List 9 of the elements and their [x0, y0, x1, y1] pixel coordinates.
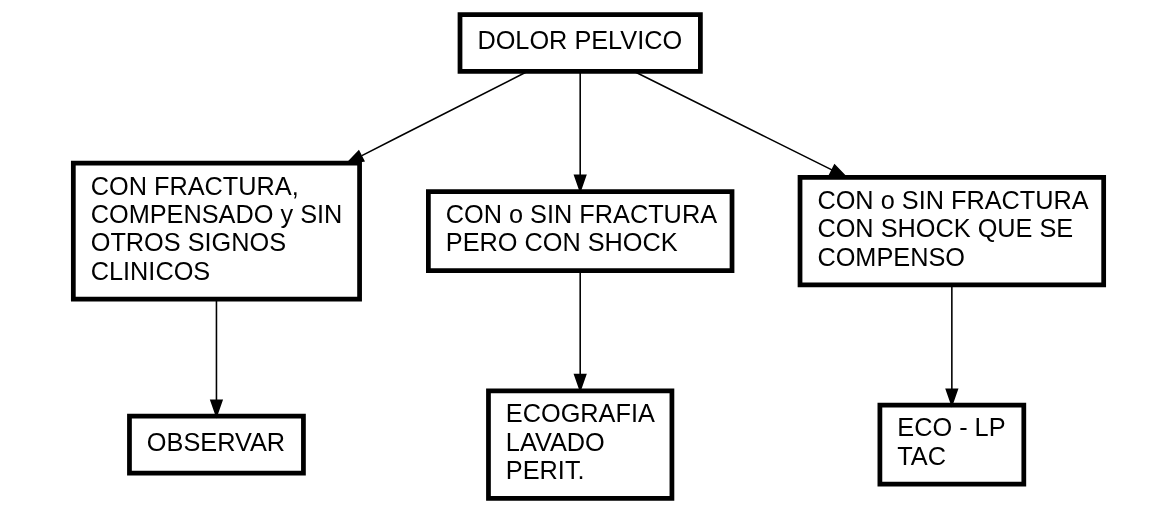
- arrow: [209, 298, 223, 419]
- node-box: CON o SIN FRACTURA PERO CON SHOCK: [425, 189, 734, 274]
- node-box: ECOGRAFIA LAVADO PERIT.: [485, 388, 674, 501]
- arrow: [944, 284, 958, 408]
- node-box: ECO - LP TAC: [877, 402, 1026, 487]
- node-box: CON FRACTURA, COMPENSADO y SIN OTROS SIGNOS CLINICOS: [70, 160, 362, 302]
- node-box: DOLOR PELVICO: [457, 12, 703, 74]
- node-box: CON o SIN FRACTURA CON SHOCK QUE SE COMPENSO: [797, 175, 1106, 288]
- node-box: OBSERVAR: [126, 413, 306, 476]
